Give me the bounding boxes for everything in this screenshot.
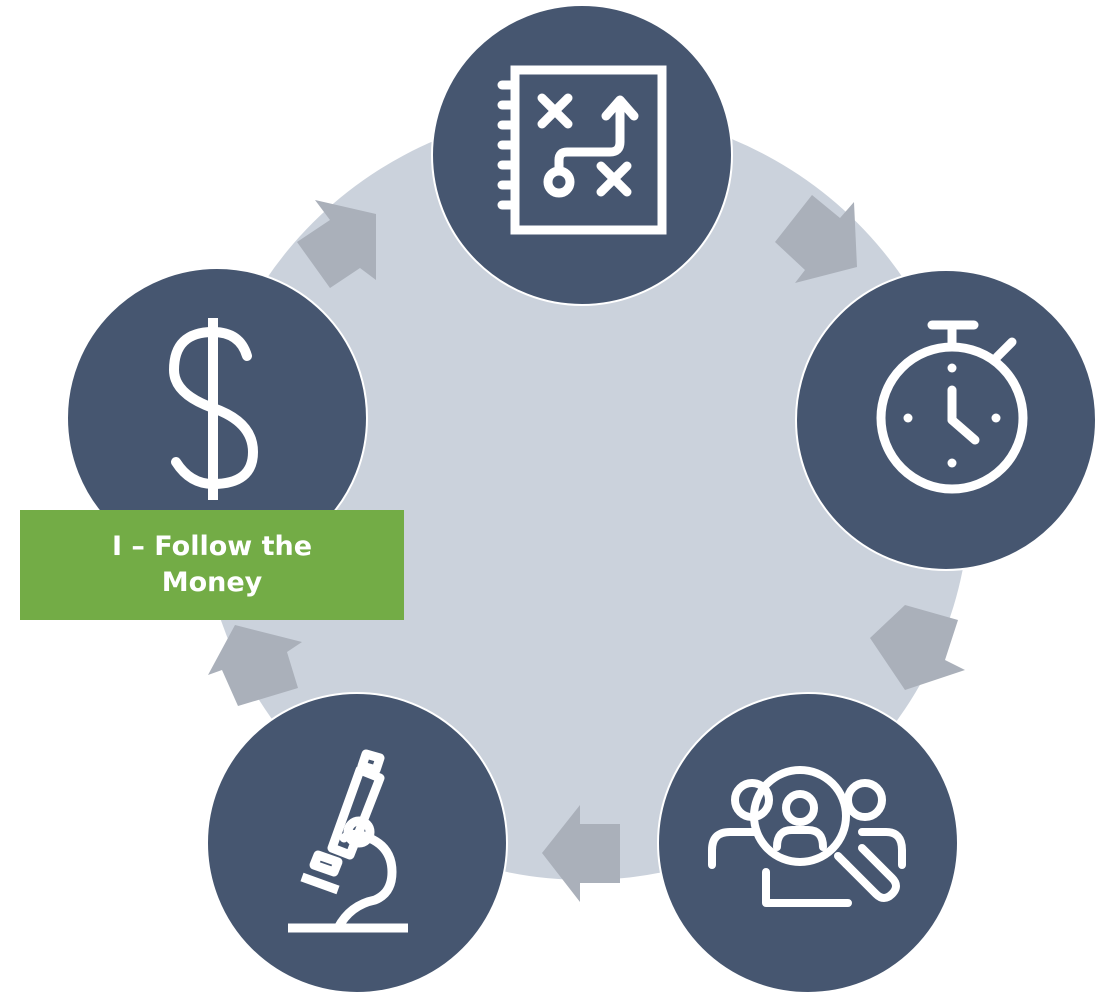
follow-the-money-label: I – Follow the Money bbox=[20, 510, 404, 620]
arrow-money-to-strategy bbox=[297, 200, 376, 288]
node-timing bbox=[795, 269, 1097, 571]
background-circle bbox=[200, 110, 970, 880]
node-investigation bbox=[657, 692, 959, 994]
arrow-investigation-to-analysis bbox=[542, 805, 620, 902]
arrow-timing-to-investigation bbox=[870, 605, 965, 690]
microscope-icon bbox=[288, 749, 408, 933]
label-line-2: Money bbox=[161, 567, 263, 598]
dollar-sign-icon bbox=[169, 318, 258, 500]
stopwatch-icon bbox=[876, 320, 1028, 494]
arrow-strategy-to-timing bbox=[775, 195, 857, 283]
label-line-1: I – Follow the bbox=[111, 531, 313, 562]
stopwatch-dots bbox=[903, 363, 1001, 468]
strategy-playbook-icon bbox=[497, 65, 667, 235]
people-search-icon bbox=[708, 766, 906, 907]
arrow-analysis-to-money bbox=[208, 625, 302, 706]
